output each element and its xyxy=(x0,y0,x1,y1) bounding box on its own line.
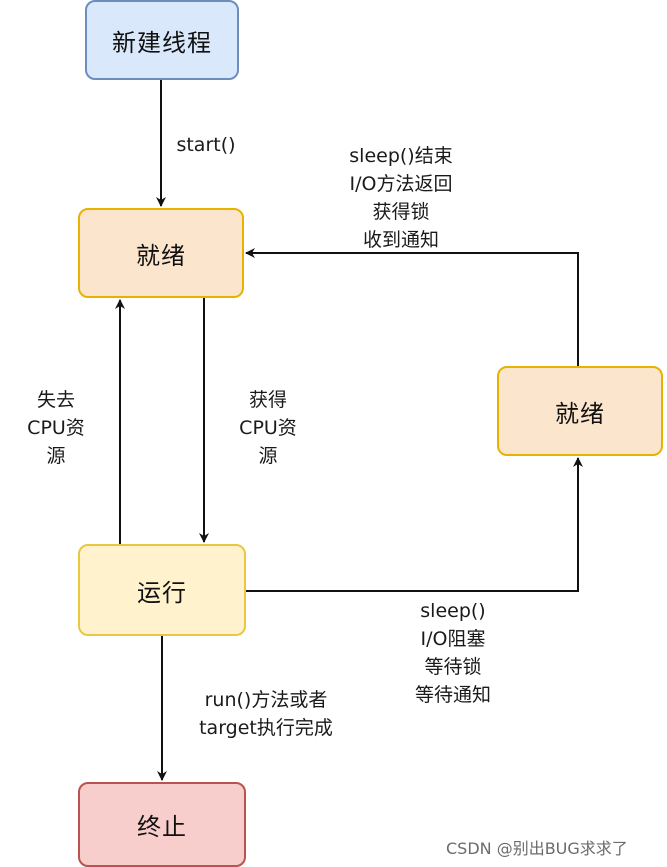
label-lose-cpu-line: 失去 xyxy=(36,389,75,411)
node-ready-right: 就绪 xyxy=(497,366,663,456)
label-get-cpu-line: 获得 xyxy=(248,389,287,411)
label-get-cpu-line: CPU资 xyxy=(239,417,297,439)
label-lose-cpu-line: CPU资 xyxy=(27,417,85,439)
node-terminated: 终止 xyxy=(78,782,246,867)
node-new-thread: 新建线程 xyxy=(85,0,239,80)
label-wake-line: 获得锁 xyxy=(372,201,430,223)
label-lose-cpu: 失去 CPU资 源 xyxy=(6,386,106,470)
label-wake-line: sleep()结束 xyxy=(349,145,453,167)
label-get-cpu-line: 源 xyxy=(258,445,278,467)
label-finish-line: target执行完成 xyxy=(199,717,333,739)
label-get-cpu: 获得 CPU资 源 xyxy=(218,386,318,470)
label-start-line: start() xyxy=(176,134,236,156)
label-start: start() xyxy=(172,131,240,159)
node-ready: 就绪 xyxy=(78,208,244,298)
label-block: sleep() I/O阻塞 等待锁 等待通知 xyxy=(388,597,518,709)
label-lose-cpu-line: 源 xyxy=(46,445,66,467)
label-block-line: 等待锁 xyxy=(424,656,482,678)
label-block-line: 等待通知 xyxy=(414,684,491,706)
label-block-line: sleep() xyxy=(420,600,486,622)
node-running: 运行 xyxy=(78,544,246,636)
label-finish: run()方法或者 target执行完成 xyxy=(176,686,356,742)
watermark: CSDN @别出BUG求求了 xyxy=(446,839,628,858)
label-block-line: I/O阻塞 xyxy=(420,628,486,650)
label-wake-line: I/O方法返回 xyxy=(349,173,453,195)
edge-block xyxy=(246,457,583,592)
label-wake: sleep()结束 I/O方法返回 获得锁 收到通知 xyxy=(331,142,471,254)
edge-wake xyxy=(245,248,579,366)
label-finish-line: run()方法或者 xyxy=(204,689,328,711)
label-wake-line: 收到通知 xyxy=(362,229,439,251)
